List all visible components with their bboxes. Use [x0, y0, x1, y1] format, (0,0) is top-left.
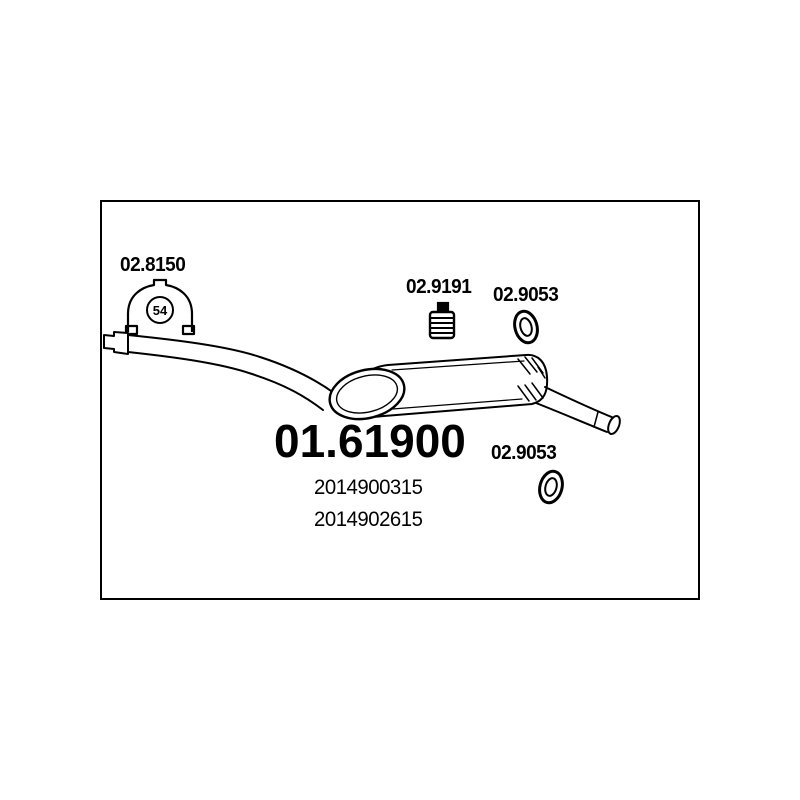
exhaust-clamp-icon: 54 — [124, 278, 196, 336]
gasket-ring-bottom-icon — [538, 469, 564, 505]
tail-pipe-bracket — [593, 411, 599, 428]
clamp-part-number: 02.8150 — [120, 254, 186, 276]
clamp-size-label: 54 — [153, 303, 168, 318]
ring-top-part-number: 02.9053 — [493, 284, 559, 306]
rubber-mount-icon — [428, 301, 456, 340]
oe-number-1: 2014900315 — [314, 476, 423, 499]
exhaust-diagram-drawing: 54 — [103, 278, 621, 505]
front-pipe-top-edge — [127, 334, 335, 394]
oe-number-2: 2014902615 — [314, 508, 423, 531]
front-pipe-bottom-edge — [127, 351, 324, 411]
muffler-end-hatching — [517, 356, 546, 402]
muffler-seam-top — [391, 360, 525, 371]
exhaust-assembly — [103, 331, 621, 436]
ring-bottom-part-number: 02.9053 — [491, 442, 557, 464]
inlet-flange — [103, 331, 129, 355]
gasket-ring-top-icon — [513, 309, 539, 345]
tail-pipe-end-cap — [607, 414, 621, 436]
muffler-end-cap — [328, 367, 406, 421]
main-part-number: 01.61900 — [274, 415, 466, 467]
tail-pipe-top-edge — [544, 386, 615, 419]
mount-part-number: 02.9191 — [406, 276, 472, 298]
diagram-frame: 54 — [100, 200, 700, 600]
tail-pipe-bottom-edge — [535, 402, 608, 433]
